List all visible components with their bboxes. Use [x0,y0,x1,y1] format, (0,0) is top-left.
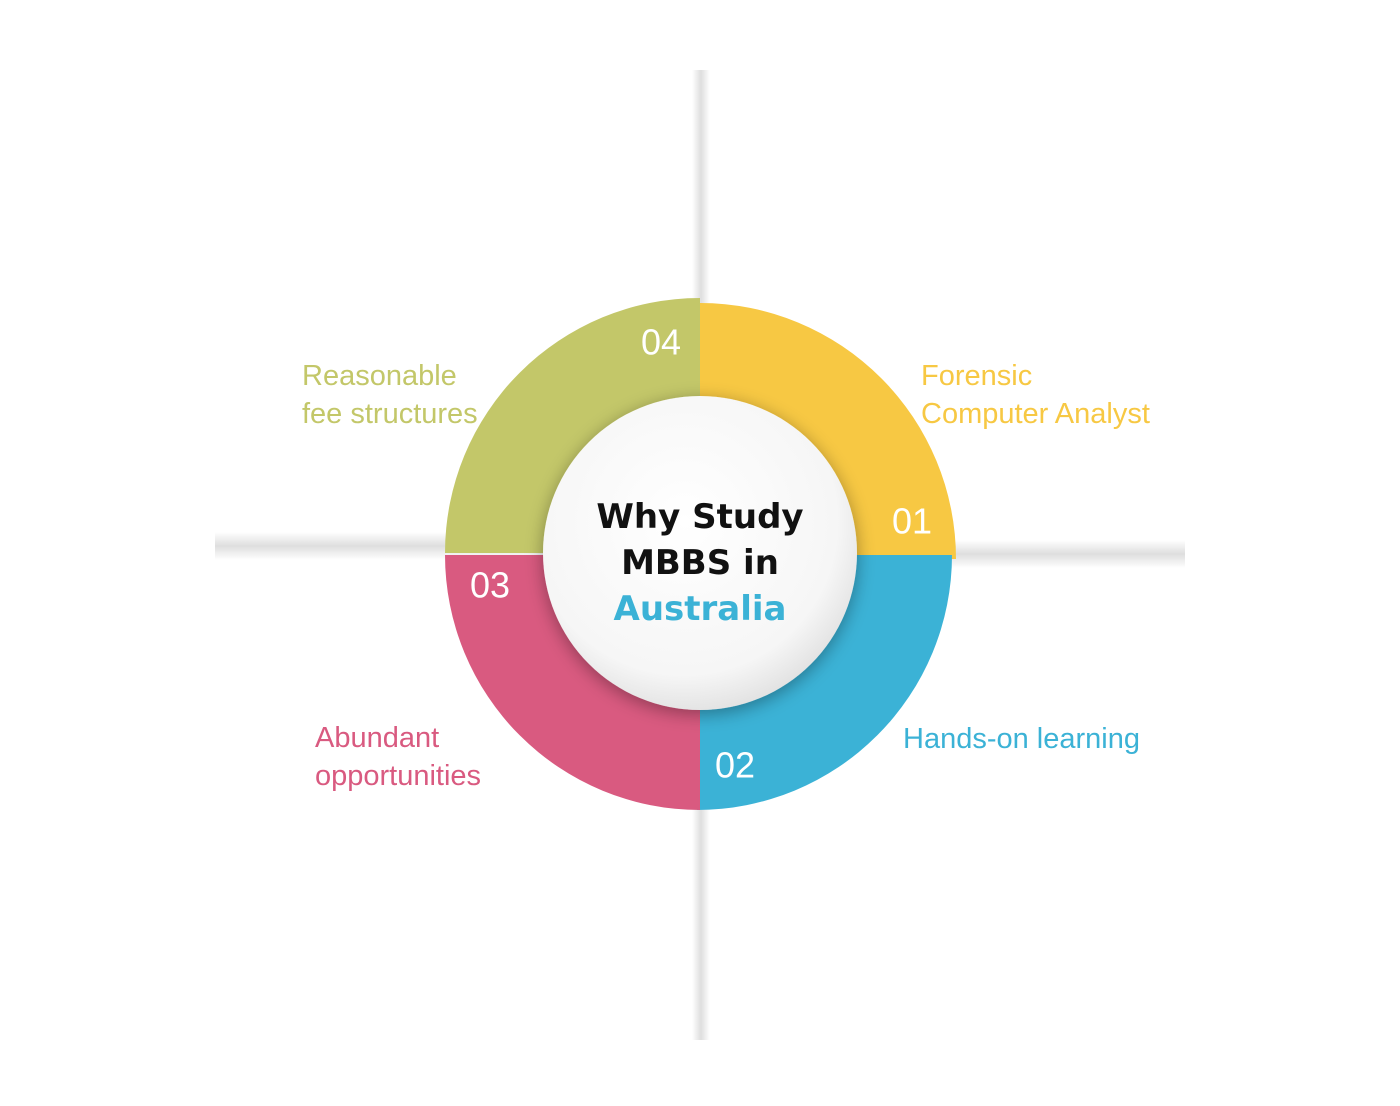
title-line-2: MBBS in [621,543,779,583]
arc-01 [700,303,956,559]
label-01-line-2: Computer Analyst [921,398,1150,430]
step-number-01: 01 [892,501,932,542]
center-title: Why Study MBBS in Australia [545,494,855,632]
title-line-3: Australia [613,589,787,629]
label-04: Reasonable fee structures [302,357,478,433]
arc-02 [697,555,952,810]
step-numbers: 01 02 03 04 [470,322,932,786]
label-01: Forensic Computer Analyst [921,357,1150,433]
label-02: Hands-on learning [903,720,1140,758]
label-04-line-2: fee structures [302,398,478,430]
label-02-line-1: Hands-on learning [903,723,1140,755]
arc-segments [445,298,956,810]
label-03: Abundant opportunities [315,719,481,795]
arc-04 [445,298,700,553]
step-number-02: 02 [715,745,755,786]
divider-top [692,70,710,370]
center-circle [543,396,857,710]
label-03-line-2: opportunities [315,760,482,792]
label-01-line-1: Forensic [921,360,1033,392]
step-number-04: 04 [641,322,681,363]
divider-bottom [692,740,710,1040]
arc-03 [445,555,700,810]
label-04-line-1: Reasonable [302,360,457,392]
step-number-03: 03 [470,565,510,606]
label-03-line-1: Abundant [315,722,440,754]
title-line-1: Why Study [596,497,804,537]
